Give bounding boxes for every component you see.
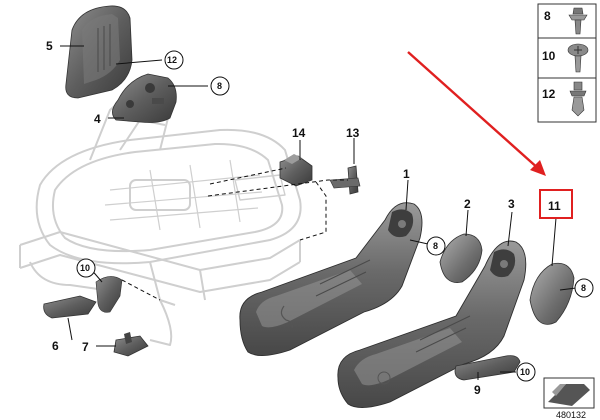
part-4-bracket [112,73,177,123]
callout-6: 6 [52,339,59,353]
reference-number: 480132 [556,410,586,420]
callout-9: 9 [474,383,481,397]
part-11-cap [529,262,575,325]
leader-lines [60,45,577,380]
callout-1: 1 [403,167,410,181]
circled-callout-8-a: 8 [217,81,222,91]
legend-number-12: 12 [542,87,556,101]
callouts: 5 4 14 13 1 2 3 6 7 9 [46,39,515,397]
part-5-cover [65,5,133,99]
legend-number-8: 8 [544,9,551,23]
part-10-screw [95,276,123,313]
callout-4: 4 [94,112,101,126]
part-3-side-panel [337,240,527,408]
part-6-trim [43,295,97,319]
part-1-side-panel [239,202,423,356]
fastener-legend: 8 10 12 [537,3,597,123]
push-pin-icon [568,7,588,35]
circled-callout-8-c: 8 [581,283,586,293]
callout-3: 3 [508,197,515,211]
circled-callout-10-a: 10 [80,263,90,273]
screw-icon [567,43,589,73]
circled-callout-12: 12 [167,55,177,65]
part-14-motor [279,154,313,187]
part-2-cap [439,233,483,283]
highlight-arrow [407,51,546,176]
circled-callout-10-b: 10 [520,367,530,377]
callout-5: 5 [46,39,53,53]
part-7-clip [113,332,149,357]
callout-13: 13 [346,126,360,140]
seat-frame [19,97,302,346]
circled-callouts: 12 8 10 8 8 10 [76,50,594,382]
part-13-clip [329,165,361,195]
highlight-box-11: 11 [539,189,573,219]
circled-callout-8-b: 8 [433,241,438,251]
clip-fastener-icon [569,81,587,117]
reference-box: 480132 [543,377,595,420]
callout-7: 7 [82,340,89,354]
legend-number-10: 10 [542,49,556,63]
part-9-handle [454,355,521,381]
callout-2: 2 [464,197,471,211]
callout-14: 14 [292,126,306,140]
callout-11: 11 [548,199,561,213]
